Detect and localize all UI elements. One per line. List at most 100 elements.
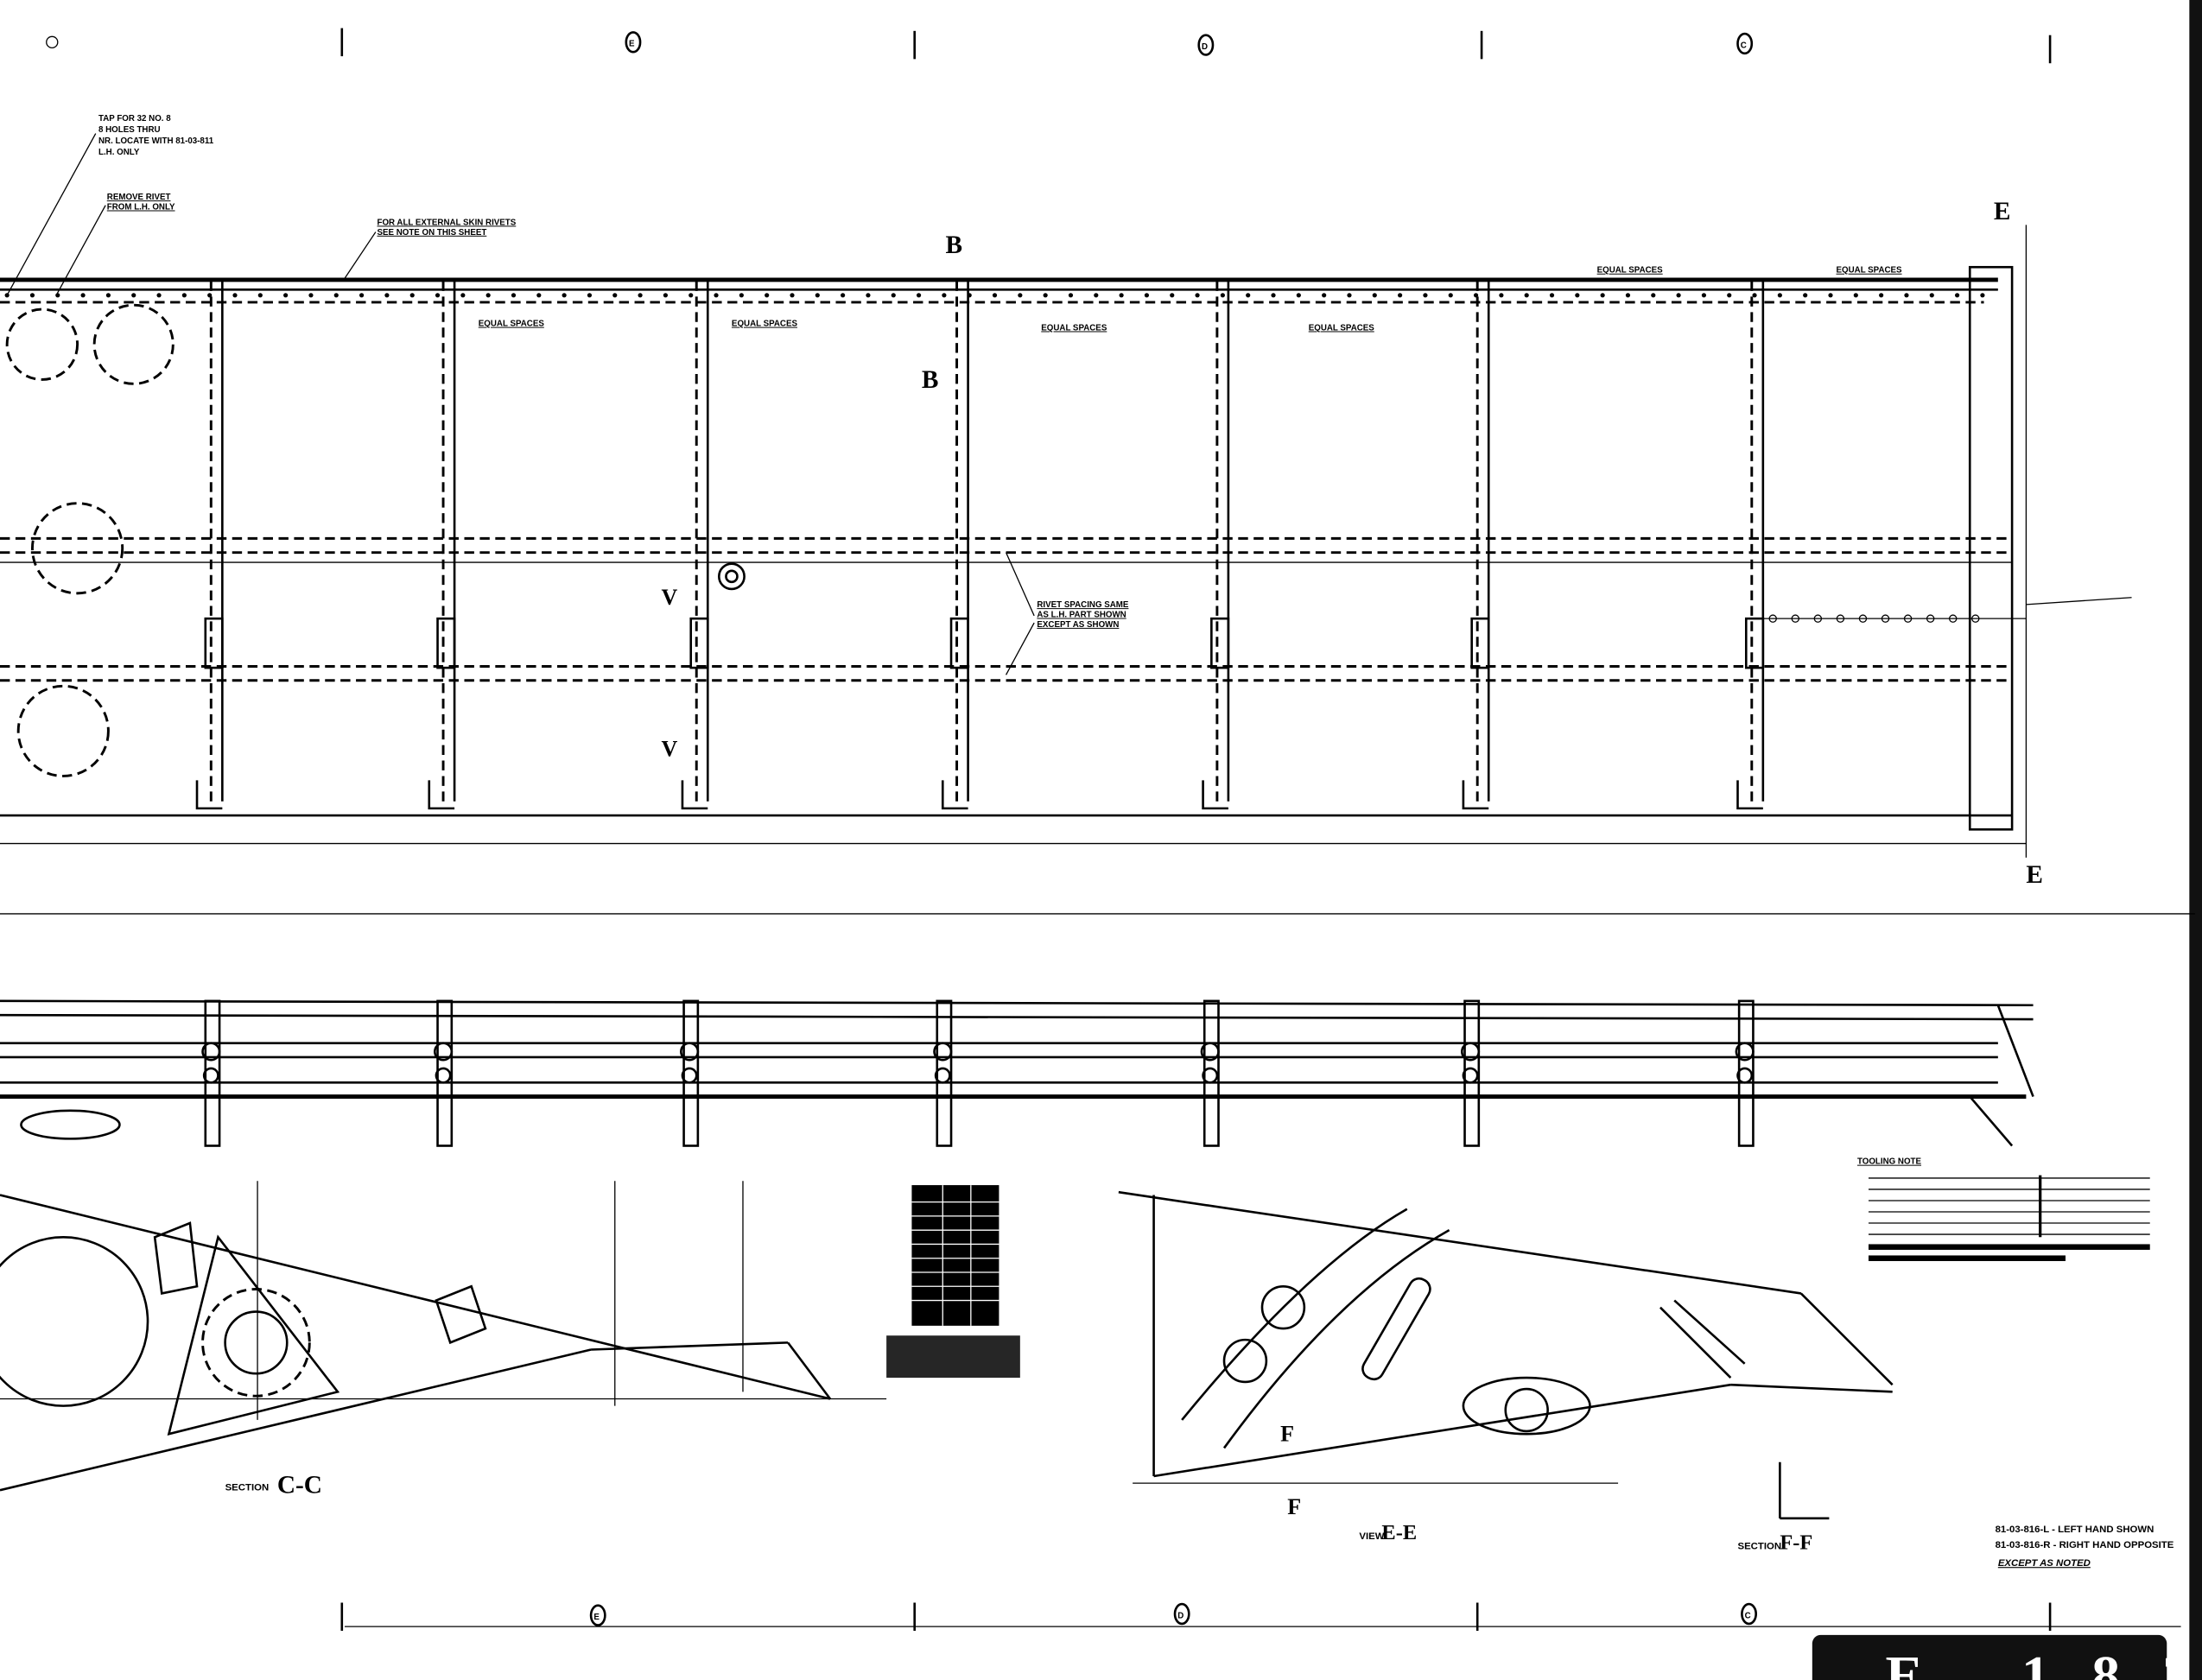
data-table [886, 1185, 1020, 1379]
note-line: TAP FOR 32 NO. 8 [98, 114, 171, 124]
title-block: E 182 [1812, 1634, 2202, 1680]
rivet [308, 293, 314, 298]
clip [689, 617, 709, 669]
rivet [1836, 614, 1845, 623]
label-prefix: SECTION [1738, 1542, 1782, 1552]
rivet [1676, 293, 1681, 298]
zone-marker: E [629, 40, 635, 49]
rivet [181, 293, 187, 298]
rivet [1119, 293, 1124, 298]
rivet [1803, 293, 1808, 298]
rivet [942, 293, 947, 298]
elevation-view [0, 999, 2034, 1147]
stiffener-foot [1462, 780, 1489, 810]
section-markers: B B E E V V F F [662, 198, 2043, 1519]
post-fitting [681, 1067, 698, 1084]
zone-marker: E [593, 1613, 600, 1622]
rivet [435, 293, 441, 298]
stiffener-foot [681, 780, 708, 810]
rivet [992, 293, 998, 298]
clip [1210, 617, 1230, 669]
clip [1744, 617, 1765, 669]
rivet [1828, 293, 1833, 298]
zone-marker: C [1745, 1611, 1751, 1620]
rivet [359, 293, 365, 298]
rivet [1926, 614, 1935, 623]
rivet [1858, 614, 1868, 623]
post-fitting [680, 1042, 700, 1062]
note-line: L.H. ONLY [98, 148, 140, 157]
rivet [1499, 293, 1504, 298]
rivet [409, 293, 415, 298]
rivet [1195, 293, 1200, 298]
rivet [1068, 293, 1074, 298]
rivet [790, 293, 795, 298]
rivet [1929, 293, 1934, 298]
sheet-label: E 182 [1886, 1645, 2202, 1680]
rivet [916, 293, 922, 298]
clip [204, 617, 224, 669]
rivet [1018, 293, 1023, 298]
rivet [1701, 293, 1707, 298]
post-fitting [1202, 1067, 1219, 1084]
rivet [460, 293, 466, 298]
note-line: NR. LOCATE WITH 81-03-811 [98, 136, 214, 146]
rivet [283, 293, 289, 298]
rivet [739, 293, 744, 298]
note-line: REMOVE RIVET [107, 193, 171, 202]
external-skin-note: FOR ALL EXTERNAL SKIN RIVETS SEE NOTE ON… [344, 218, 517, 279]
section-ff-label: SECTION F-F [1738, 1531, 1813, 1555]
rivet [1727, 293, 1732, 298]
zone-markers-bottom: E D C [589, 1602, 1757, 1626]
post-fitting [202, 1067, 219, 1084]
rivet [536, 293, 542, 298]
rivet [384, 293, 390, 298]
right-hand-callout: 81-03-816-R - RIGHT HAND OPPOSITE [1996, 1540, 2174, 1550]
note-line: RIVET SPACING SAME [1037, 600, 1129, 610]
rivet [156, 293, 162, 298]
section-marker-b: B [922, 366, 939, 394]
rivet [1791, 614, 1800, 623]
rivet [1853, 293, 1858, 298]
dim-label: EQUAL SPACES [1309, 323, 1375, 333]
rivet [1170, 293, 1175, 298]
note-line: SEE NOTE ON THIS SHEET [378, 228, 487, 238]
rivet [1423, 293, 1428, 298]
rivet [1768, 614, 1777, 623]
rivet [1448, 293, 1453, 298]
rivet [1625, 293, 1631, 298]
rivet [1954, 293, 1960, 298]
clip [1470, 617, 1490, 669]
section-cc-label: SECTION C-C [225, 1472, 322, 1499]
rivet [1347, 293, 1352, 298]
label-prefix: VIEW [1359, 1531, 1384, 1542]
rivet [1575, 293, 1580, 298]
stiffener-foot [941, 780, 968, 810]
post-fitting [1200, 1042, 1220, 1062]
rivet [1043, 293, 1048, 298]
rivet [1879, 293, 1884, 298]
rivet [131, 293, 136, 298]
rivet [1271, 293, 1276, 298]
rivet [1094, 293, 1099, 298]
rivet [333, 293, 339, 298]
rivet [1473, 293, 1479, 298]
tooling-note-title: TOOLING NOTE [1857, 1157, 1922, 1167]
view-ee-label: VIEW E-E [1359, 1521, 1417, 1544]
rivet [663, 293, 669, 298]
section-marker-v: V [662, 585, 678, 610]
post-fitting [435, 1067, 452, 1084]
post-fitting [1460, 1042, 1481, 1062]
section-marker-f: F [1280, 1421, 1294, 1446]
rivet [1971, 614, 1980, 623]
post-fitting [433, 1042, 454, 1062]
view-ee [1118, 1190, 1894, 1484]
dim-label: EQUAL SPACES [1041, 323, 1107, 333]
clip [436, 617, 456, 669]
post-fitting [934, 1067, 951, 1084]
rivet [1980, 293, 1985, 298]
rivet [562, 293, 567, 298]
rivet [1246, 293, 1251, 298]
rivet [1524, 293, 1529, 298]
view-ee-title: E-E [1381, 1521, 1417, 1544]
